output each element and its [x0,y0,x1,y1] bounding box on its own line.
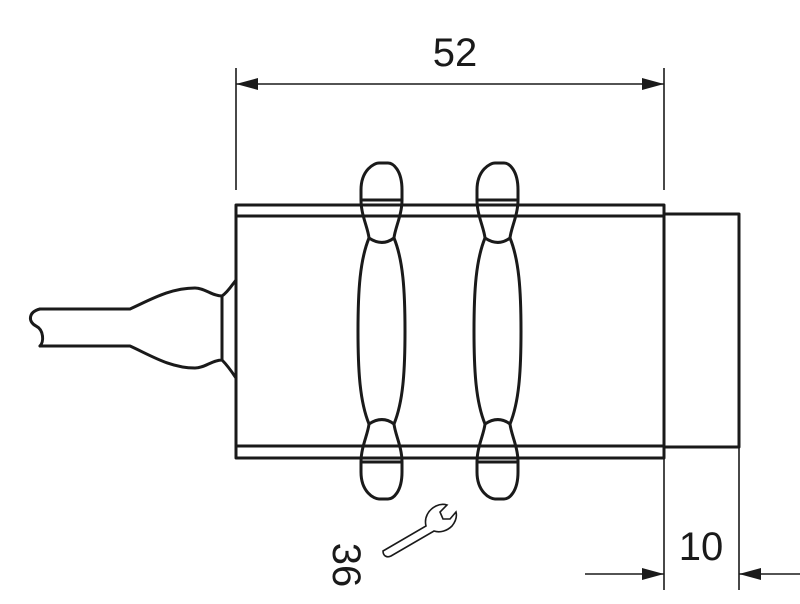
dimension-sensing-face: 10 [585,447,800,590]
sensor-housing [234,203,666,460]
hex-nut-2 [472,161,523,501]
sensing-face [662,212,741,449]
dimension-label-10: 10 [679,525,724,569]
wrench-icon [382,503,458,558]
hex-nut-1 [356,161,407,501]
wrench-size-label: 36 [324,543,368,588]
dimension-label-52: 52 [433,31,478,75]
wrench-size-callout: 36 [324,503,458,588]
dimension-overall-length: 52 [235,31,665,190]
cable [29,278,238,380]
